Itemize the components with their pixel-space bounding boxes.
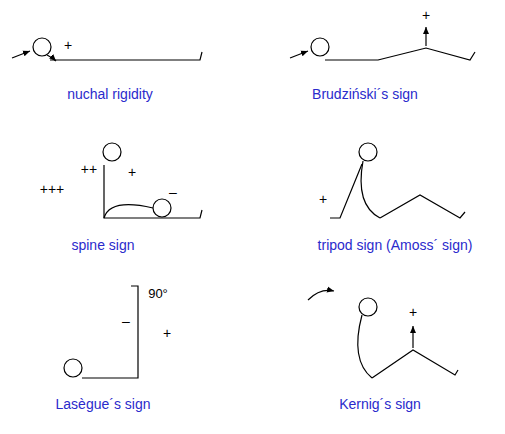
sign-caption: tripod sign (Amoss´ sign) (318, 238, 473, 253)
sign-caption: Brudziński´s sign (312, 87, 418, 102)
grade-mark: +++ (40, 182, 65, 197)
grade-mark: ++ (81, 162, 97, 177)
sign-caption: Kernig´s sign (339, 397, 421, 412)
spine-figure (103, 143, 202, 218)
grade-mark: 90° (148, 287, 168, 301)
grade-mark: – (169, 185, 177, 200)
grade-mark: + (128, 165, 136, 180)
nuchal-figure (12, 38, 202, 61)
grade-mark: – (122, 314, 130, 329)
brudzinski-figure (290, 27, 475, 60)
sign-caption: spine sign (71, 238, 134, 253)
sign-caption: nuchal rigidity (67, 87, 153, 102)
grade-mark: + (64, 38, 72, 53)
lasegue-figure (64, 286, 138, 378)
tripod-figure (330, 143, 465, 218)
sign-caption: Lasègue´s sign (56, 397, 151, 412)
kernig-figure (308, 290, 458, 378)
grade-mark: + (409, 305, 417, 320)
grade-mark: + (422, 8, 430, 23)
grade-mark: + (319, 192, 327, 207)
grade-mark: + (163, 326, 171, 341)
